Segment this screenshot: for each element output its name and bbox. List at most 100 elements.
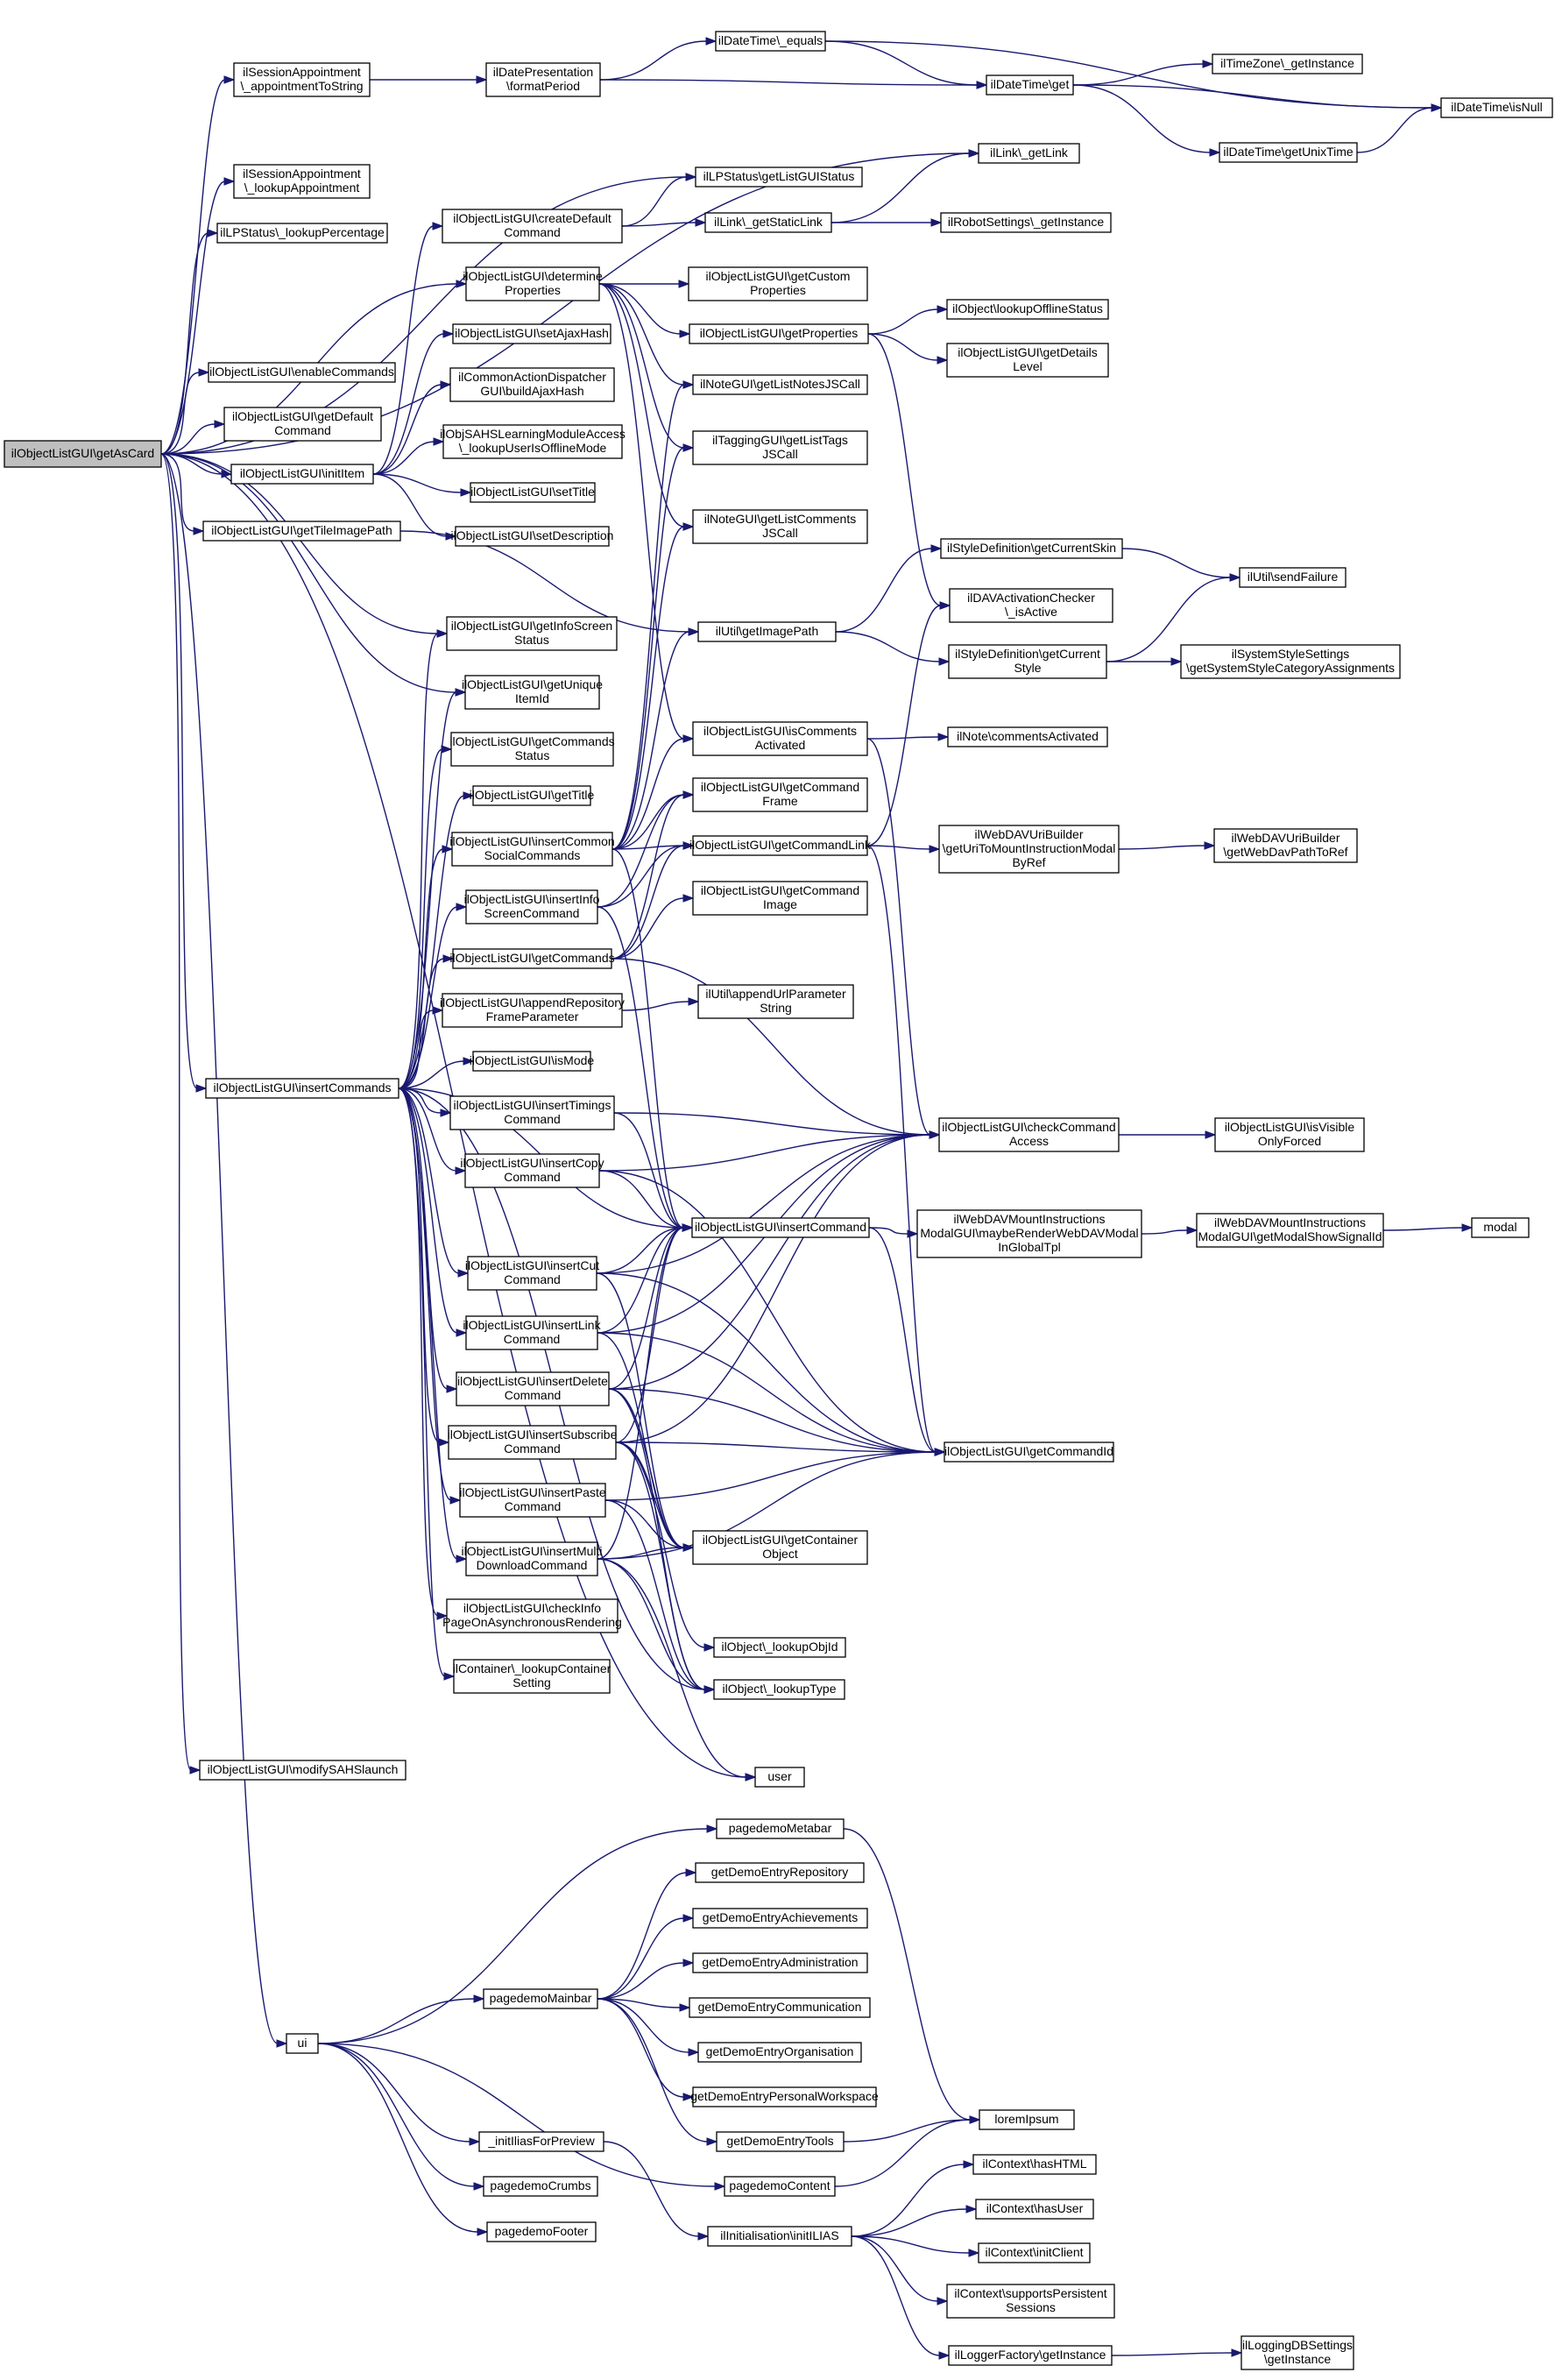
node-note-comments[interactable]: ilNote\commentsActivated xyxy=(947,726,1108,747)
node-modifysahs[interactable]: ilObjectListGUI\modifySAHSlaunch xyxy=(199,1760,406,1781)
node-inititem[interactable]: ilObjectListGUI\initItem xyxy=(230,464,374,485)
node-util-imagepath[interactable]: ilUtil\getImagePath xyxy=(697,621,837,642)
node-lookuptype[interactable]: ilObject\_lookupType xyxy=(713,1679,845,1700)
node-demo-pws[interactable]: getDemoEntryPersonalWorkspace xyxy=(690,2086,879,2107)
node-datepres[interactable]: ilDatePresentation\formatPeriod xyxy=(485,62,601,97)
node-demo-admin[interactable]: getDemoEntryAdministration xyxy=(692,1952,868,1973)
node-appendrepo[interactable]: ilObjectListGUI\appendRepositoryFramePar… xyxy=(440,993,625,1028)
node-tz-getinst[interactable]: ilTimeZone\_getInstance xyxy=(1212,53,1363,74)
node-ui[interactable]: ui xyxy=(286,2033,319,2054)
node-demo-org[interactable]: getDemoEntryOrganisation xyxy=(697,2042,862,2063)
node-ismode[interactable]: ilObjectListGUI\isMode xyxy=(470,1051,595,1072)
node-webdav-path[interactable]: ilWebDAVUriBuilder\getWebDavPathToRef xyxy=(1213,828,1358,863)
node-getprops[interactable]: ilObjectListGUI\getProperties xyxy=(689,323,869,344)
node-dt-get[interactable]: ilDateTime\get xyxy=(986,74,1074,96)
node-gettileimage[interactable]: ilObjectListGUI\getTileImagePath xyxy=(202,521,401,542)
node-insertmulti[interactable]: ilObjectListGUI\insertMultiDownloadComma… xyxy=(461,1541,603,1576)
node-style-skin[interactable]: ilStyleDefinition\getCurrentSkin xyxy=(940,538,1123,559)
node-insertcommand[interactable]: ilObjectListGUI\insertCommand xyxy=(691,1217,870,1238)
node-sess-apptostr[interactable]: ilSessionAppointment\_appointmentToStrin… xyxy=(233,62,371,97)
node-sendfailure[interactable]: ilUtil\sendFailure xyxy=(1239,567,1346,588)
node-user[interactable]: user xyxy=(754,1767,805,1788)
node-insertcommon[interactable]: ilObjectListGUI\insertCommonSocialComman… xyxy=(449,832,615,867)
node-dt-isnull[interactable]: ilDateTime\isNull xyxy=(1440,97,1553,118)
node-insertcommands[interactable]: ilObjectListGUI\insertCommands xyxy=(205,1078,399,1099)
node-link-getlink[interactable]: ilLink\_getLink xyxy=(978,143,1080,164)
node-notes-js[interactable]: ilNoteGUI\getListNotesJSCall xyxy=(692,374,868,395)
node-sess-lookup[interactable]: ilSessionAppointment\_lookupAppointment xyxy=(233,164,371,199)
node-settitle[interactable]: ilObjectListGUI\setTitle xyxy=(470,482,596,503)
node-webdav-signal[interactable]: ilWebDAVMountInstructionsModalGUI\getMod… xyxy=(1196,1213,1384,1248)
node-getcommands[interactable]: ilObjectListGUI\getCommands xyxy=(449,948,615,969)
node-initilias[interactable]: ilInitialisation\initILIAS xyxy=(707,2226,852,2247)
node-lookupobjid[interactable]: ilObject\_lookupObjId xyxy=(713,1637,846,1658)
node-demo-comm[interactable]: getDemoEntryCommunication xyxy=(689,1997,871,2018)
node-webdav-uri[interactable]: ilWebDAVUriBuilder\getUriToMountInstruct… xyxy=(938,825,1120,874)
node-getcmdid[interactable]: ilObjectListGUI\getCommandId xyxy=(944,1441,1114,1463)
node-context-client[interactable]: ilContext\initClient xyxy=(978,2242,1091,2263)
node-lp-lookuppct[interactable]: ilLPStatus\_lookupPercentage xyxy=(216,223,388,244)
node-syssettings[interactable]: ilSystemStyleSettings\getSystemStyleCate… xyxy=(1180,644,1401,679)
node-loremipsum[interactable]: loremIpsum xyxy=(979,2109,1075,2130)
node-dt-equals[interactable]: ilDateTime\_equals xyxy=(715,31,826,52)
node-modal[interactable]: modal xyxy=(1471,1217,1530,1238)
node-pagedemofooter[interactable]: pagedemoFooter xyxy=(486,2221,597,2242)
node-lookupoffline[interactable]: ilObject\lookupOfflineStatus xyxy=(946,299,1109,320)
node-webdav-modal[interactable]: ilWebDAVMountInstructionsModalGUI\maybeR… xyxy=(916,1209,1142,1258)
node-sahs-offline[interactable]: ilObjSAHSLearningModuleAccess\_lookupUse… xyxy=(440,424,626,459)
node-context-user[interactable]: ilContext\hasUser xyxy=(975,2199,1094,2220)
node-lp-getguistatus[interactable]: ilLPStatus\getListGUIStatus xyxy=(695,166,863,188)
node-robot[interactable]: ilRobotSettings\_getInstance xyxy=(940,212,1112,233)
node-pagedemomainbar[interactable]: pagedemoMainbar xyxy=(483,1988,598,2009)
node-gettitle[interactable]: ilObjectListGUI\getTitle xyxy=(470,785,595,806)
node-pagedemocrumbs[interactable]: pagedemoCrumbs xyxy=(483,2176,598,2197)
node-root[interactable]: ilObjectListGUI\getAsCard xyxy=(4,440,162,468)
node-dav-active[interactable]: ilDAVActivationChecker\_isActive xyxy=(949,588,1113,623)
node-demo-tools[interactable]: getDemoEntryTools xyxy=(716,2131,845,2152)
node-setajaxhash[interactable]: ilObjectListGUI\setAjaxHash xyxy=(452,323,611,344)
node-demo-repo[interactable]: getDemoEntryRepository xyxy=(695,1862,865,1883)
node-pagedemometabar[interactable]: pagedemoMetabar xyxy=(716,1818,845,1839)
node-loggingdb[interactable]: ilLoggingDBSettings\getInstance xyxy=(1240,2335,1354,2370)
node-logger[interactable]: ilLoggerFactory\getInstance xyxy=(948,2345,1113,2366)
node-demo-ach[interactable]: getDemoEntryAchievements xyxy=(692,1908,868,1929)
node-link-static[interactable]: ilLink\_getStaticLink xyxy=(704,212,832,233)
node-buildajaxhash[interactable]: ilCommonActionDispatcherGUI\buildAjaxHas… xyxy=(449,367,615,402)
node-pagedemocontent[interactable]: pagedemoContent xyxy=(724,2176,836,2197)
node-enablecmds[interactable]: ilObjectListGUI\enableCommands xyxy=(208,362,396,383)
node-context-html[interactable]: ilContext\hasHTML xyxy=(972,2154,1097,2175)
node-initilias-preview[interactable]: _initIliasForPreview xyxy=(478,2131,604,2152)
node-dt-unixtime[interactable]: ilDateTime\getUnixTime xyxy=(1219,142,1358,163)
node-checkinfo[interactable]: ilObjectListGUI\checkInfoPageOnAsynchron… xyxy=(442,1598,622,1633)
node-getcmdlink[interactable]: ilObjectListGUI\getCommandLink xyxy=(689,835,872,856)
node-setdesc[interactable]: ilObjectListGUI\setDescription xyxy=(451,526,614,547)
